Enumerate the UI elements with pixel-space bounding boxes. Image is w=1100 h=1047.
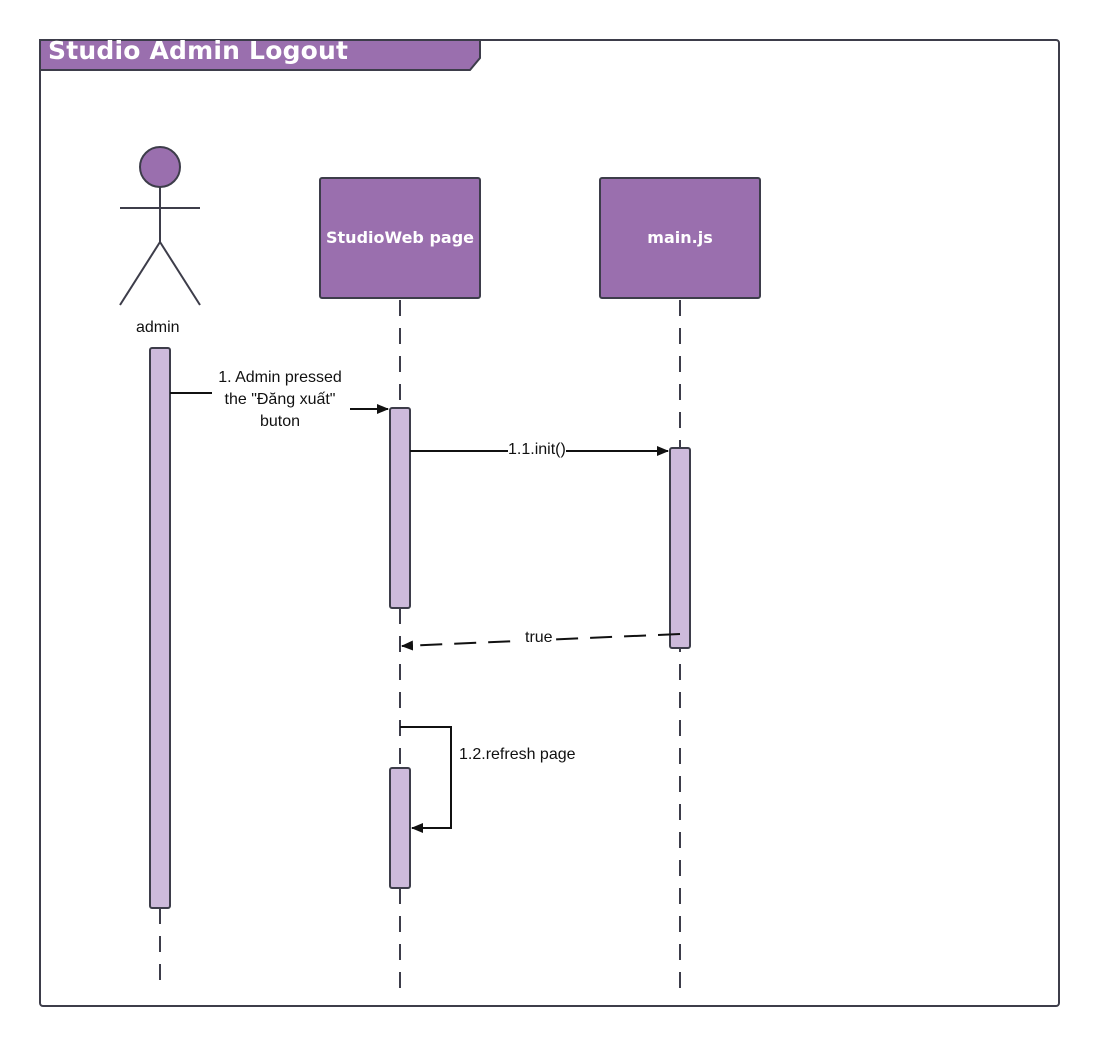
message-1-2-self-arrow [400,726,452,833]
lifeline-label-mainjs: main.js [647,228,713,247]
message-1-label: 1. Admin pressed the "Đăng xuất" buton [200,367,360,433]
actor-label: admin [136,319,180,336]
message-1-1-label: 1.1.init() [508,440,566,460]
frame-title-tab [39,39,481,71]
actor-left-leg [119,241,161,306]
activation-studioweb-2 [389,767,411,889]
message-1-label-line-1: 1. Admin pressed [218,369,342,386]
frame-border [39,39,1060,1007]
activation-mainjs [669,447,691,649]
lifeline-header-studioweb [319,177,481,299]
actor-head [139,146,181,188]
activation-admin [149,347,171,909]
actor-right-leg [159,241,201,306]
message-1-2-label: 1.2.refresh page [459,745,576,765]
frame-title: Studio Admin Logout [48,36,349,65]
return-true-label: true [522,628,556,648]
actor-admin [119,146,201,306]
activation-studioweb-1 [389,407,411,609]
message-1-label-line-2: the "Đăng xuất" [224,391,336,408]
lifeline-label-studioweb: StudioWeb page [326,228,474,247]
lifeline-header-mainjs [599,177,761,299]
message-1-label-line-3: buton [259,413,301,430]
